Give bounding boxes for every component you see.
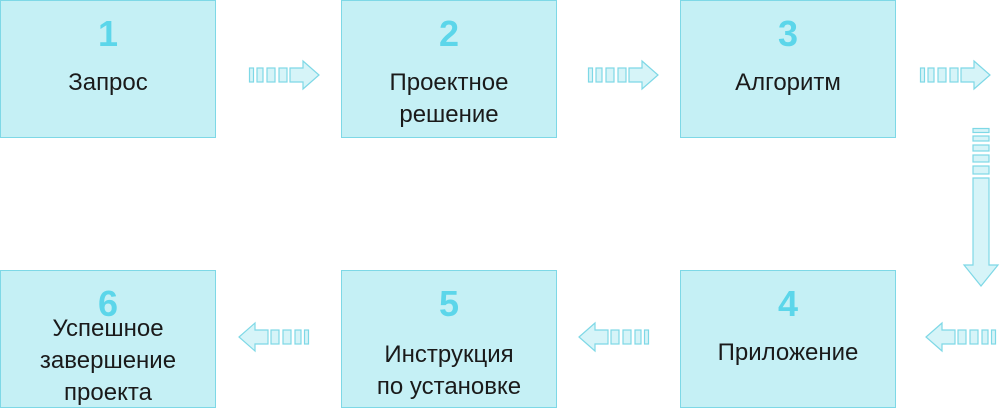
striped-arrow-left-icon — [924, 321, 997, 353]
step-label-3: Алгоритм — [735, 69, 841, 96]
step-number-4: 4 — [777, 283, 799, 324]
striped-arrow-left-icon — [577, 321, 650, 353]
step-box-3: 3 Алгоритм — [680, 0, 896, 138]
step-label-4: Приложение — [717, 339, 859, 366]
step-label-2: Проектное решение — [389, 69, 509, 128]
step-box-2: 2 Проектное решение — [341, 0, 557, 138]
step-label-5: Инструкция по установке — [376, 341, 522, 400]
striped-arrow-right-icon — [248, 59, 321, 91]
step-box-1: 1 Запрос — [0, 0, 216, 138]
striped-arrow-right-icon — [587, 59, 660, 91]
step-box-6: 6 Успешное завершение проекта — [0, 270, 216, 408]
step-box-5: 5 Инструкция по установке — [341, 270, 557, 408]
striped-arrow-left-icon — [237, 321, 310, 353]
striped-arrow-right-icon — [919, 59, 992, 91]
step-number-5: 5 — [438, 283, 460, 324]
step-box-4: 4 Приложение — [680, 270, 896, 408]
step-number-3: 3 — [777, 13, 799, 54]
step-number-2: 2 — [438, 13, 460, 54]
step-label-6: Успешное завершение проекта — [39, 315, 177, 406]
step-number-1: 1 — [97, 13, 119, 54]
step-label-1: Запрос — [68, 69, 148, 96]
striped-arrow-down-icon — [962, 127, 1000, 288]
step-number-6: 6 — [97, 283, 119, 324]
